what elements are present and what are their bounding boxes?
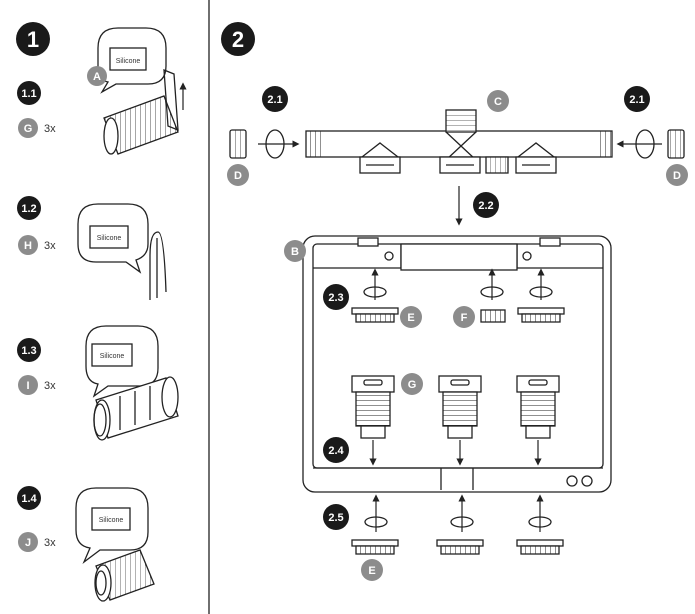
part-a-badge: A: [87, 66, 107, 86]
svg-text:1: 1: [27, 27, 39, 52]
step-1-1-badge: 1.1: [17, 81, 41, 105]
caps-e-row-bottom: [351, 539, 564, 555]
quantity-h: 3x: [44, 240, 56, 252]
part-g-badge: G: [18, 118, 38, 138]
coupling-i: [93, 376, 179, 441]
quantity-j: 3x: [44, 537, 56, 549]
svg-text:I: I: [26, 380, 29, 392]
part-i-badge: I: [18, 375, 38, 395]
step-2-1-badge-left: 2.1: [262, 86, 288, 112]
svg-text:Silicone: Silicone: [99, 517, 124, 524]
svg-text:1.1: 1.1: [21, 88, 36, 100]
svg-text:C: C: [494, 96, 502, 108]
svg-text:2.1: 2.1: [629, 94, 644, 106]
svg-text:1.4: 1.4: [21, 493, 37, 505]
svg-text:1.3: 1.3: [21, 345, 36, 357]
part-b-badge: B: [284, 240, 306, 262]
part-h-badge: H: [18, 235, 38, 255]
svg-text:2: 2: [232, 27, 244, 52]
rotation-arrows-2-5: [364, 494, 552, 532]
rotate-arrow-right: [616, 129, 662, 159]
svg-text:Silicone: Silicone: [100, 353, 125, 360]
part-g-badge-diagram: G: [401, 373, 423, 395]
rotate-arrow-left: [258, 129, 300, 159]
rotation-arrows-2-3: [363, 268, 553, 300]
threaded-fittings-g: [351, 375, 560, 439]
part-j-badge: J: [18, 532, 38, 552]
step-2-badge: 2: [221, 22, 255, 56]
svg-text:D: D: [673, 170, 681, 182]
svg-text:2.2: 2.2: [478, 200, 493, 212]
svg-text:2.5: 2.5: [328, 512, 343, 524]
svg-text:Silicone: Silicone: [97, 235, 122, 242]
part-f-badge: F: [453, 306, 475, 328]
end-cap-left: [229, 129, 247, 159]
step-2-5-badge: 2.5: [323, 504, 349, 530]
silicone-callout-1: Silicone: [97, 27, 167, 94]
pipe-outlets: [359, 142, 557, 174]
housing-b: [302, 235, 612, 493]
part-e-badge-bottom: E: [361, 559, 383, 581]
part-d-badge-left: D: [227, 164, 249, 186]
step-2-3-badge: 2.3: [323, 284, 349, 310]
step-1-3-badge: 1.3: [17, 338, 41, 362]
gasket-h: [149, 231, 167, 300]
step-1-2-badge: 1.2: [17, 196, 41, 220]
step-2-4-badge: 2.4: [323, 437, 349, 463]
quantity-i: 3x: [44, 380, 56, 392]
threaded-pipe-g: [103, 69, 187, 155]
silicone-callout-2: Silicone: [77, 203, 149, 274]
part-d-badge-right: D: [666, 164, 688, 186]
svg-text:G: G: [408, 379, 417, 391]
svg-text:2.3: 2.3: [328, 292, 343, 304]
step-2-1-badge-right: 2.1: [624, 86, 650, 112]
step-1-4-badge: 1.4: [17, 486, 41, 510]
svg-text:J: J: [25, 537, 31, 549]
svg-text:D: D: [234, 170, 242, 182]
silicone-callout-4: Silicone: [75, 487, 149, 564]
svg-text:F: F: [461, 312, 468, 324]
end-cap-right: [667, 129, 685, 159]
step-2-2-badge: 2.2: [473, 192, 499, 218]
step-1-badge: 1: [16, 22, 50, 56]
silicone-callout-3: Silicone: [85, 325, 159, 398]
svg-text:E: E: [407, 312, 414, 324]
svg-text:B: B: [291, 246, 299, 258]
svg-text:2.1: 2.1: [267, 94, 282, 106]
caps-e-row-top: [351, 307, 565, 323]
quantity-g: 3x: [44, 123, 56, 135]
svg-text:E: E: [368, 565, 375, 577]
part-c-tee: [445, 109, 477, 161]
svg-text:H: H: [24, 240, 32, 252]
down-arrows-2-4: [369, 440, 542, 466]
svg-text:A: A: [93, 71, 101, 83]
part-e-badge-top: E: [400, 306, 422, 328]
svg-text:1.2: 1.2: [21, 203, 36, 215]
fitting-j: [94, 549, 155, 602]
part-c-badge: C: [487, 90, 509, 112]
svg-text:G: G: [24, 123, 33, 135]
svg-text:Silicone: Silicone: [116, 58, 141, 65]
svg-text:2.4: 2.4: [328, 445, 344, 457]
